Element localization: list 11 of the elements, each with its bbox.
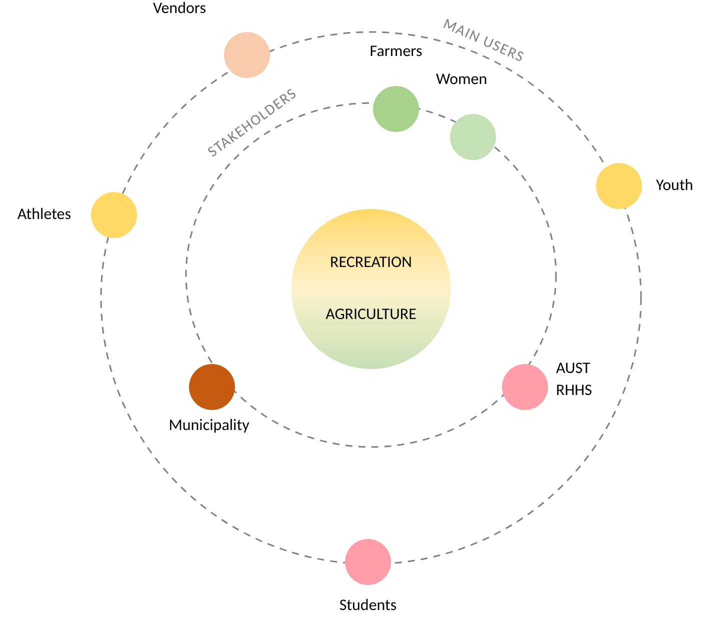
orbit-label: MAIN USERS <box>439 14 528 69</box>
node-label: Vendors <box>152 0 206 20</box>
node-label: Youth <box>656 175 694 197</box>
node-label: Farmers <box>368 41 424 63</box>
node-label: Women <box>436 69 488 91</box>
node-label: AUST RHHS <box>556 358 593 402</box>
node-label: Municipality <box>168 415 250 437</box>
theme-label: AGRICULTURE <box>326 304 416 326</box>
node-label: Students <box>338 595 398 617</box>
theme-label: RECREATION <box>330 252 412 274</box>
node-label: Athletes <box>16 204 71 226</box>
